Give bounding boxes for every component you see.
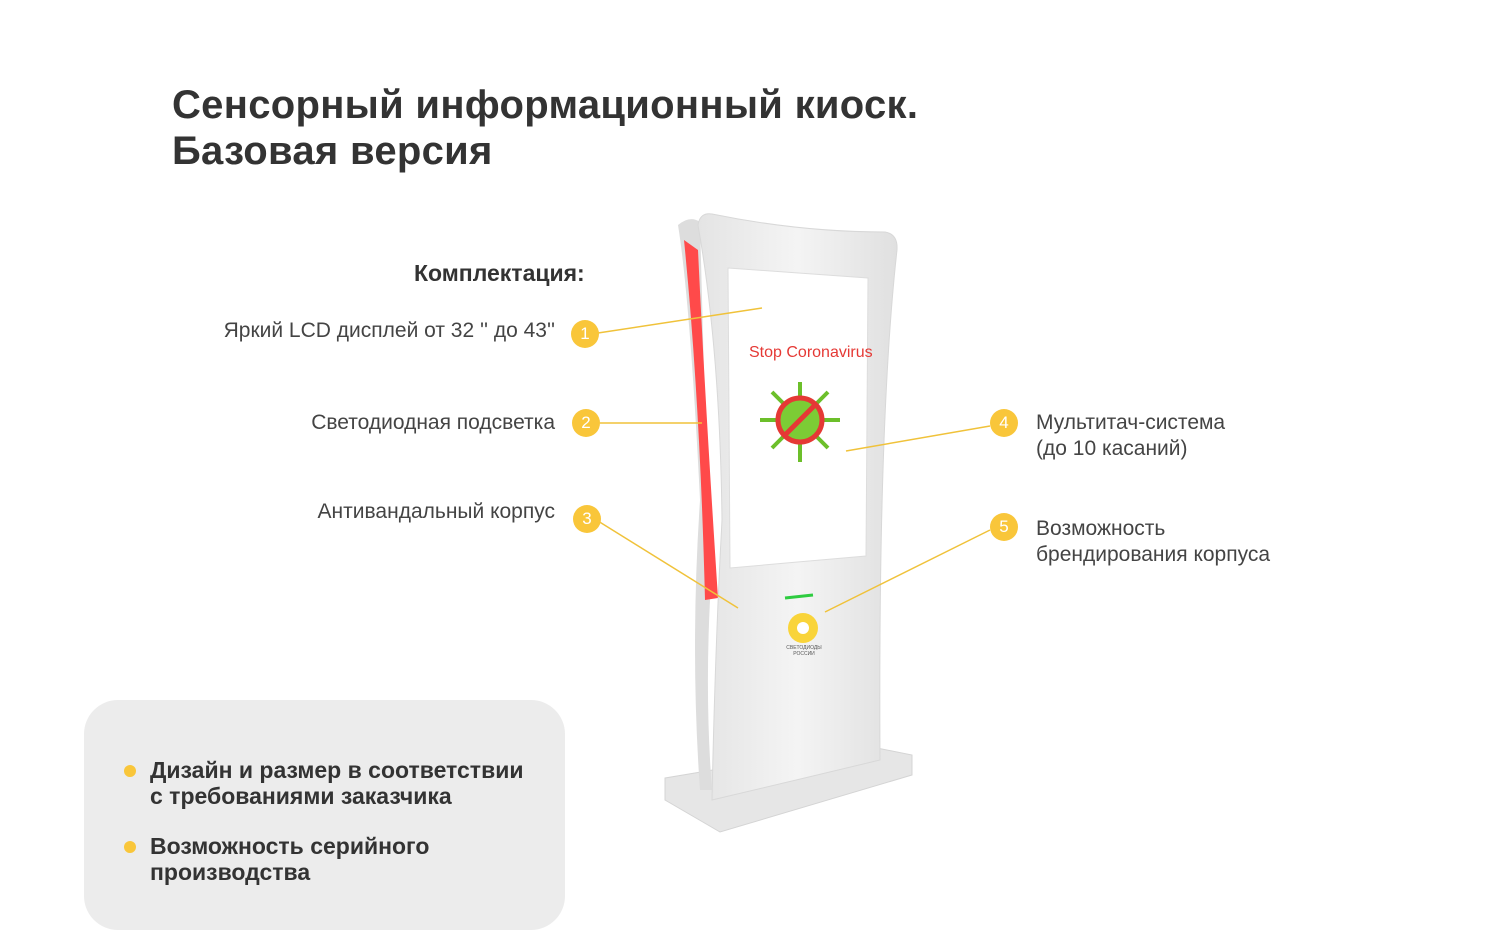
section-heading: Комплектация: <box>414 260 585 286</box>
bullet-dot-icon <box>124 765 136 777</box>
bullet-dot-icon <box>124 841 136 853</box>
callout-lines <box>597 307 991 613</box>
feature-5-line-2: брендирования корпуса <box>1036 543 1271 566</box>
feature-label-2: Светодиодная подсветка <box>311 411 555 434</box>
feature-label-4: Мультитач-система (до 10 касаний) <box>1036 410 1225 462</box>
feature-5-line-1: Возможность <box>1036 517 1166 540</box>
screen-text: Stop Coronavirus <box>749 344 873 361</box>
badge-3: 3 <box>573 505 601 533</box>
title-line-2: Базовая версия <box>172 129 493 173</box>
bullet-2-line-1: Возможность серийного <box>150 833 430 859</box>
led-backlight <box>684 240 718 600</box>
bullet-1-line-1: Дизайн и размер в соответствии <box>150 757 524 783</box>
bullet-1-line-2: с требованиями заказчика <box>150 783 452 809</box>
logo-line-2: РОССИИ <box>793 651 815 657</box>
feature-label-3: Антивандальный корпус <box>317 500 555 523</box>
badge-5: 5 <box>990 513 1018 541</box>
feature-4-line-2: (до 10 касаний) <box>1036 437 1188 460</box>
feature-4-line-1: Мультитач-система <box>1036 411 1226 434</box>
logo-line-1: СВЕТОДИОДЫ <box>786 645 822 651</box>
badge-1: 1 <box>571 320 599 348</box>
page-title: Сенсорный информационный киоск.Базовая в… <box>172 82 918 174</box>
virus-icon <box>760 382 840 462</box>
feature-label-1: Яркий LCD дисплей от 32 '' до 43'' <box>223 319 555 342</box>
badge-2: 2 <box>572 409 600 437</box>
feature-label-5: Возможность брендирования корпуса <box>1036 516 1270 568</box>
title-line-1: Сенсорный информационный киоск. <box>172 83 919 127</box>
status-led <box>784 593 814 600</box>
badge-4: 4 <box>990 409 1018 437</box>
bullet-2-line-2: производства <box>150 859 311 885</box>
